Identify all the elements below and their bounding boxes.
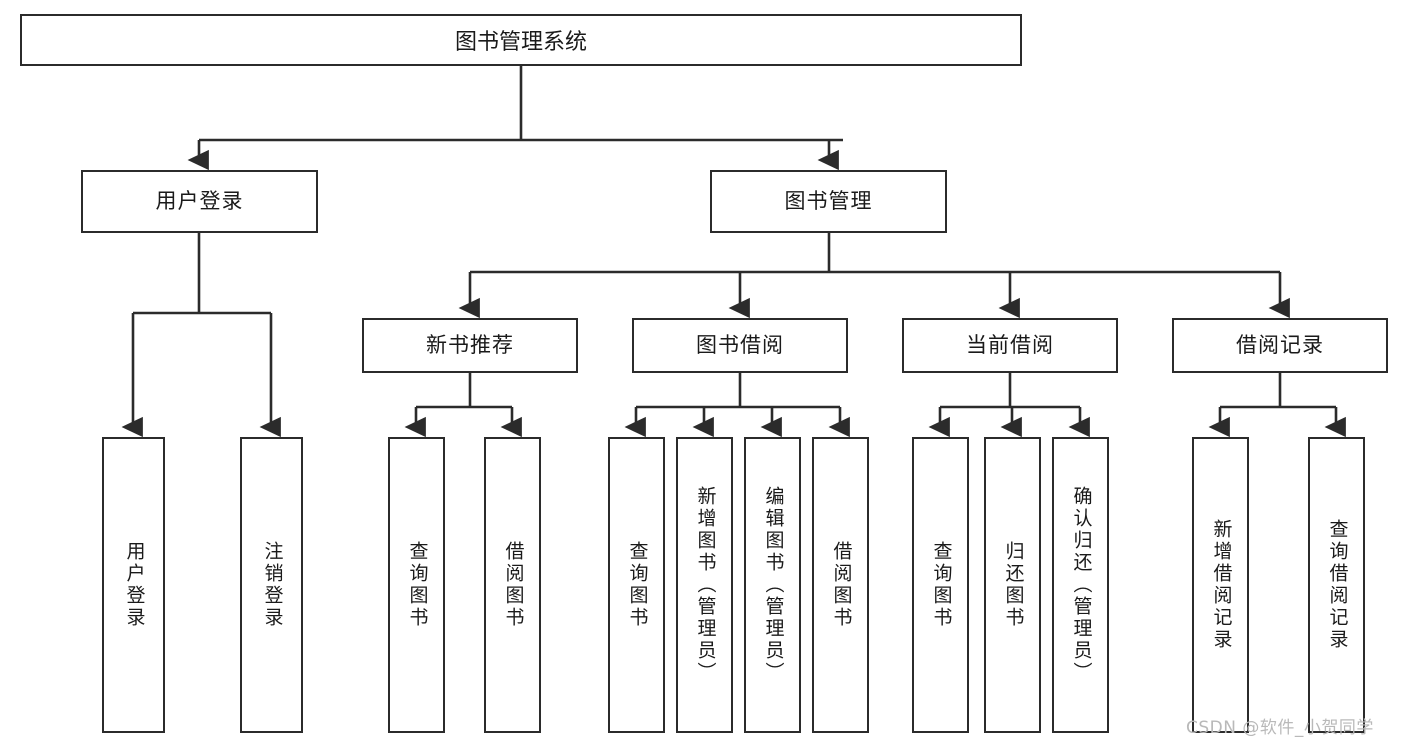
leaf-query-book-1-label: 查询图书 — [406, 541, 429, 629]
leaf-confirm-return-label: 确认归还（管理员） — [1070, 486, 1093, 684]
node-book-manage[interactable]: 图书管理 — [710, 170, 947, 233]
leaf-query-book-1[interactable]: 查询图书 — [388, 437, 445, 733]
node-borrow-record-label: 借阅记录 — [1236, 332, 1324, 357]
node-new-book-recommend[interactable]: 新书推荐 — [362, 318, 578, 373]
node-current-borrow-label: 当前借阅 — [966, 332, 1054, 357]
leaf-add-record[interactable]: 新增借阅记录 — [1192, 437, 1249, 733]
leaf-confirm-return[interactable]: 确认归还（管理员） — [1052, 437, 1109, 733]
leaf-add-record-label: 新增借阅记录 — [1210, 519, 1233, 651]
leaf-edit-book-label: 编辑图书（管理员） — [762, 486, 785, 684]
leaf-borrow-book-1-label: 借阅图书 — [502, 541, 525, 629]
leaf-query-record[interactable]: 查询借阅记录 — [1308, 437, 1365, 733]
leaf-add-book-label: 新增图书（管理员） — [694, 486, 717, 684]
leaf-borrow-book-2[interactable]: 借阅图书 — [812, 437, 869, 733]
leaf-query-book-2-label: 查询图书 — [626, 541, 649, 629]
leaf-query-book-3[interactable]: 查询图书 — [912, 437, 969, 733]
node-root[interactable]: 图书管理系统 — [20, 14, 1022, 66]
leaf-borrow-book-2-label: 借阅图书 — [830, 541, 853, 629]
leaf-query-book-2[interactable]: 查询图书 — [608, 437, 665, 733]
leaf-return-book[interactable]: 归还图书 — [984, 437, 1041, 733]
leaf-user-login[interactable]: 用户登录 — [102, 437, 165, 733]
leaf-query-book-3-label: 查询图书 — [930, 541, 953, 629]
leaf-query-record-label: 查询借阅记录 — [1326, 519, 1349, 651]
leaf-user-login-label: 用户登录 — [123, 541, 146, 629]
leaf-edit-book[interactable]: 编辑图书（管理员） — [744, 437, 801, 733]
node-user-login-label: 用户登录 — [155, 188, 244, 213]
leaf-add-book[interactable]: 新增图书（管理员） — [676, 437, 733, 733]
node-book-borrow[interactable]: 图书借阅 — [632, 318, 848, 373]
node-root-label: 图书管理系统 — [454, 30, 587, 55]
leaf-user-logout[interactable]: 注销登录 — [240, 437, 303, 733]
leaf-user-logout-label: 注销登录 — [261, 541, 284, 629]
node-new-book-recommend-label: 新书推荐 — [426, 332, 514, 357]
leaf-return-book-label: 归还图书 — [1002, 541, 1025, 629]
node-book-manage-label: 图书管理 — [784, 188, 873, 213]
watermark: CSDN @软件_小贺同学 — [1186, 718, 1374, 738]
node-book-borrow-label: 图书借阅 — [696, 332, 784, 357]
leaf-borrow-book-1[interactable]: 借阅图书 — [484, 437, 541, 733]
node-user-login[interactable]: 用户登录 — [81, 170, 318, 233]
node-borrow-record[interactable]: 借阅记录 — [1172, 318, 1388, 373]
node-current-borrow[interactable]: 当前借阅 — [902, 318, 1118, 373]
